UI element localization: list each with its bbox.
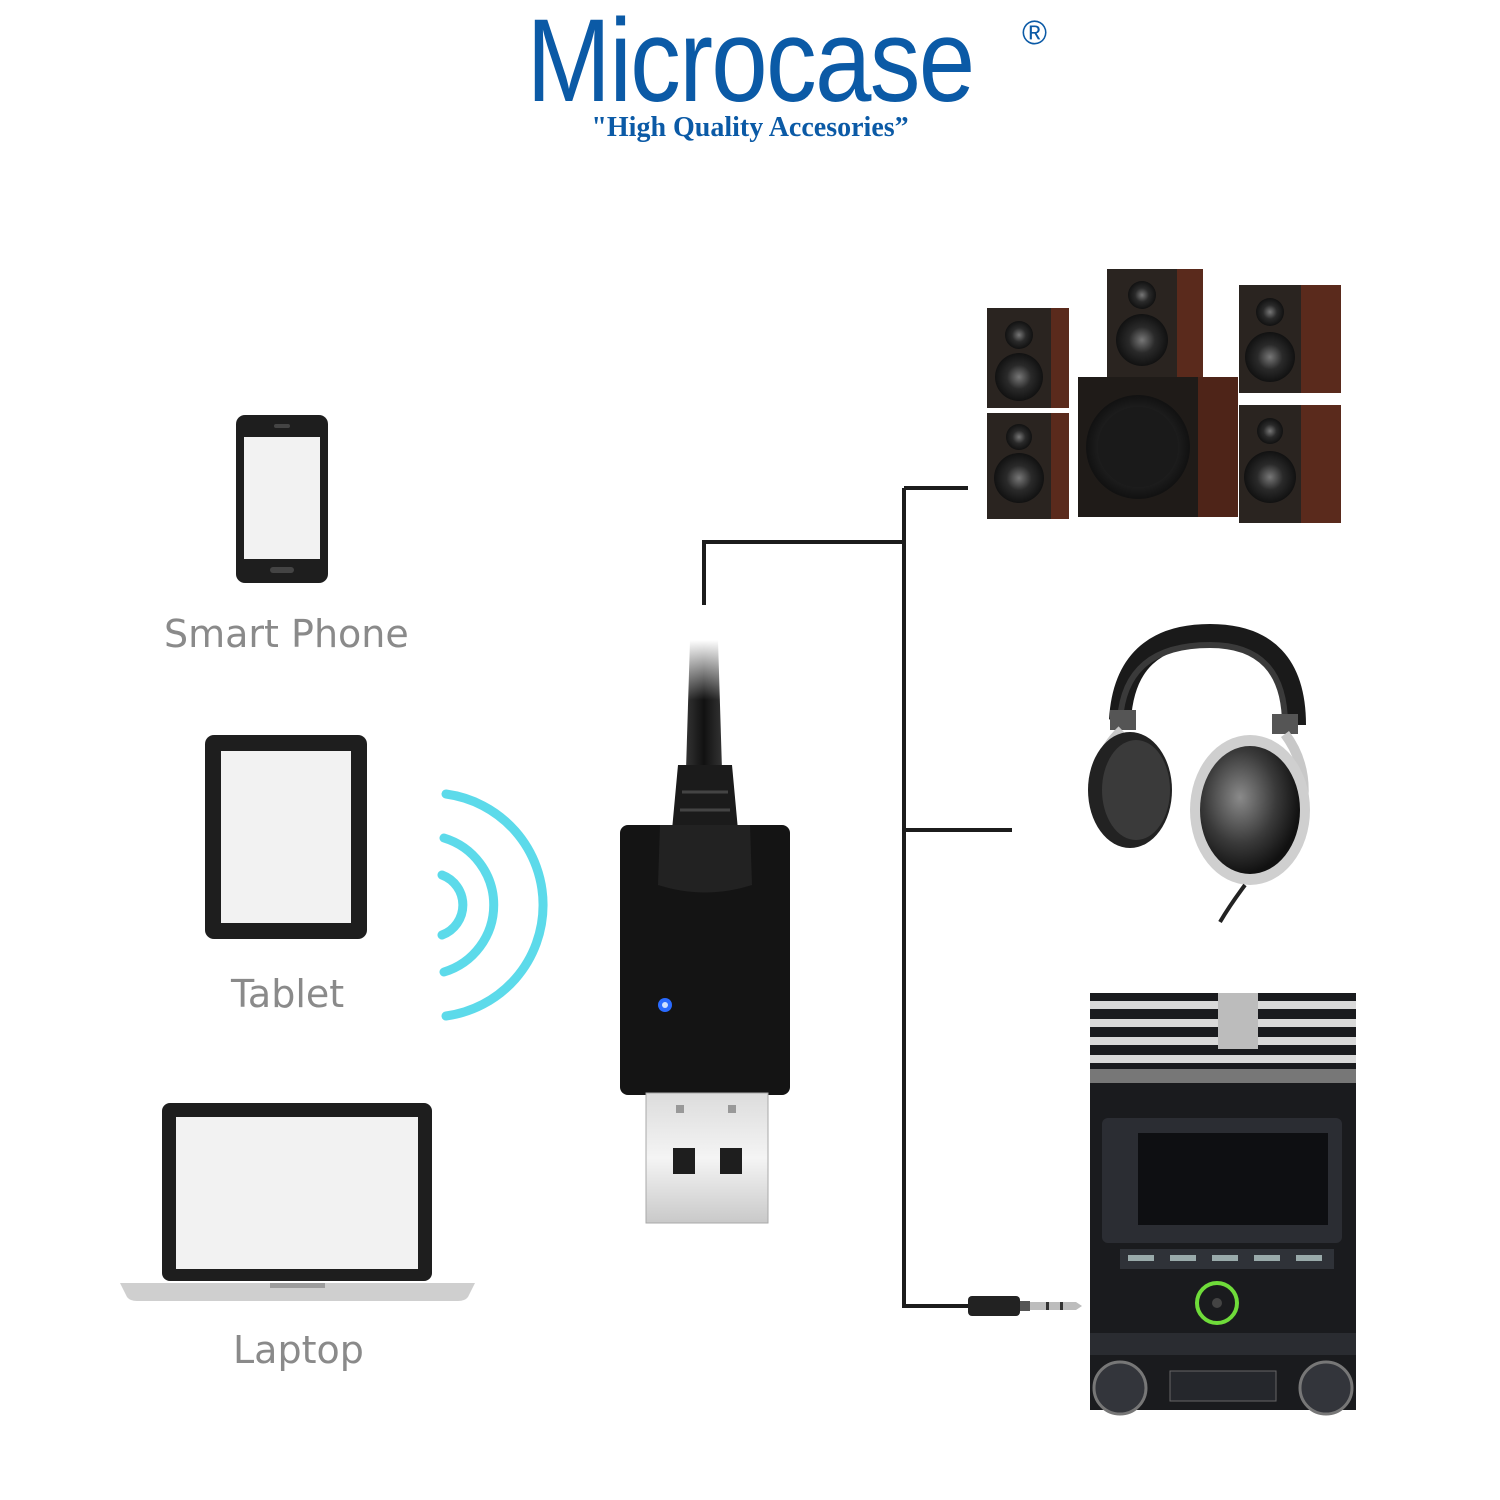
tablet-icon <box>205 735 367 939</box>
laptop-icon <box>120 1103 475 1301</box>
brand-tagline: "High Quality Accesories” <box>591 112 909 143</box>
audio-jack-icon <box>968 1296 1082 1316</box>
speaker-system-icon <box>987 269 1341 523</box>
smart-phone-label: Smart Phone <box>164 612 409 656</box>
smartphone-icon <box>236 415 328 583</box>
tablet-label: Tablet <box>231 972 345 1016</box>
brand-logo: Microcase <box>526 0 976 127</box>
registered-mark: ® <box>1022 14 1048 52</box>
headphones-icon <box>1088 623 1310 924</box>
usb-bluetooth-receiver-icon <box>620 640 790 1224</box>
car-stereo-icon <box>1090 993 1356 1416</box>
brand-header: Microcase ® "High Quality Accesories” <box>0 0 1500 160</box>
wireless-signal-icon <box>437 789 548 1021</box>
laptop-label: Laptop <box>233 1328 364 1372</box>
